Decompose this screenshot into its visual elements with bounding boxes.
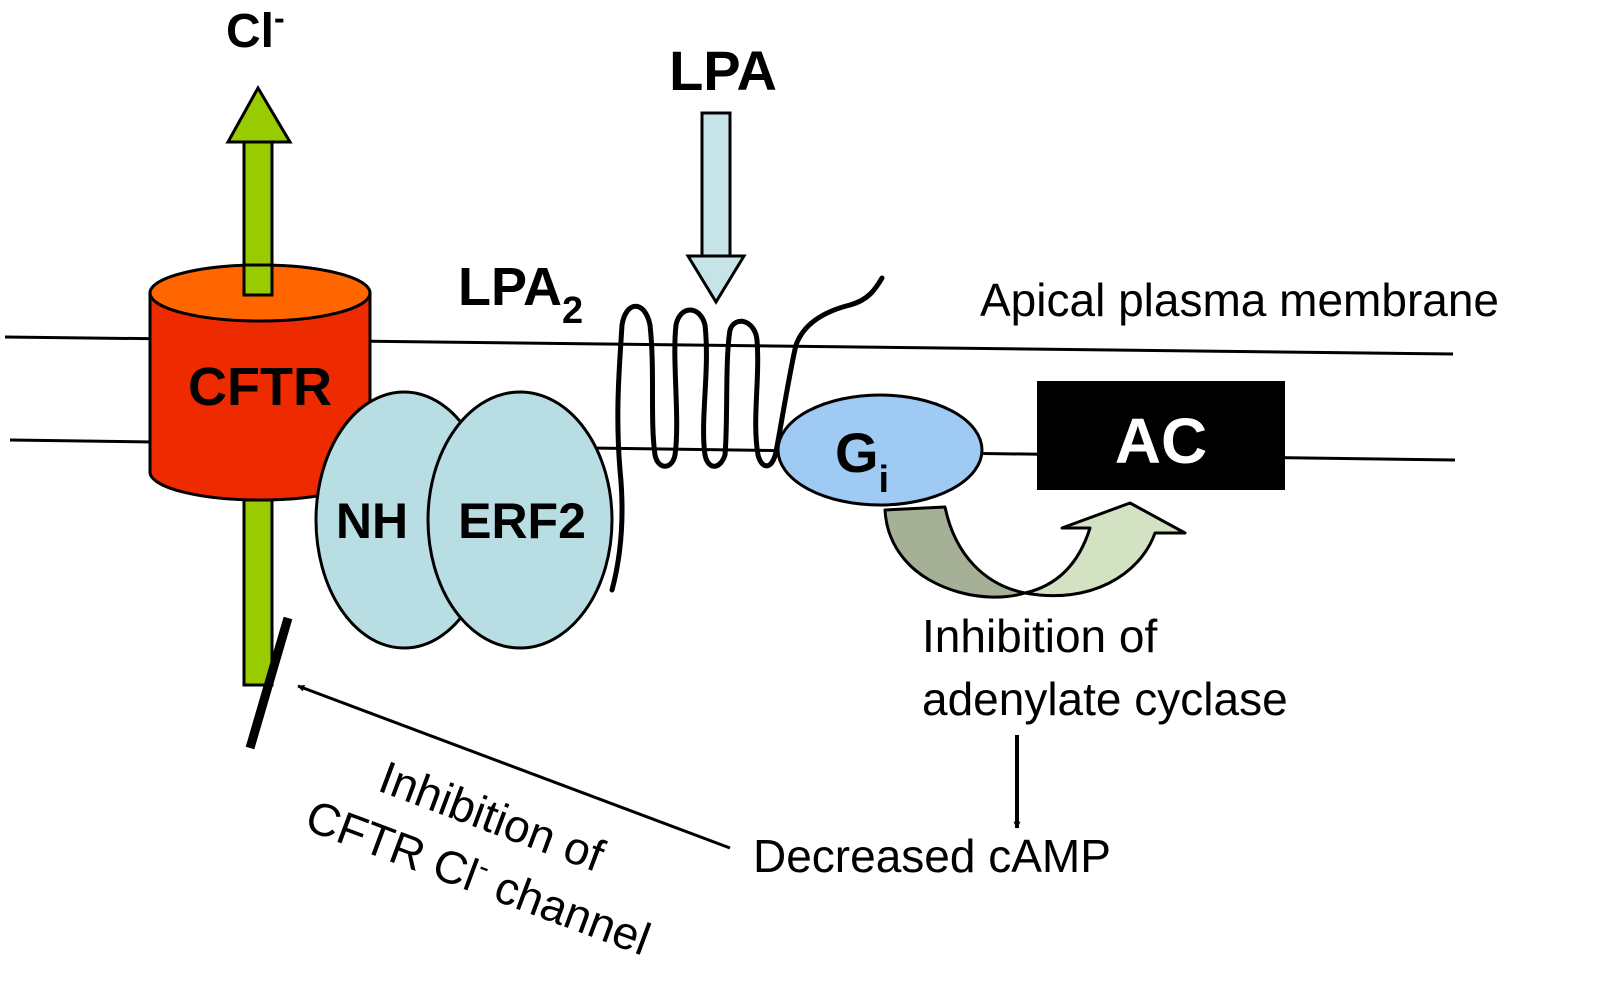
gi-label: G	[835, 421, 879, 484]
nherf2-label-right: ERF2	[458, 493, 586, 549]
nherf2-complex: NH ERF2	[314, 390, 614, 650]
svg-text:LPA2: LPA2	[458, 257, 583, 332]
lpa-arrow-head	[685, 254, 747, 305]
curved-arrow-left-half	[883, 505, 1027, 599]
cl-superscript: -	[274, 0, 285, 36]
membrane-label: Apical plasma membrane	[980, 274, 1499, 326]
ac-label: AC	[1115, 405, 1207, 477]
cl-arrow-head	[225, 84, 293, 144]
lpa2-subscript: 2	[562, 290, 583, 332]
svg-text:Gi: Gi	[835, 421, 889, 501]
inhibition-ac-line1: Inhibition of	[922, 610, 1157, 662]
lpa2-label: LPA	[458, 257, 562, 317]
cl-arrow-shaft-visible-bottom	[242, 498, 274, 687]
gi-ellipse	[776, 393, 984, 507]
cl-label: Cl	[226, 5, 274, 58]
lpa-label: LPA	[669, 39, 777, 102]
inhibition-cftr-text-group: Inhibition of CFTR Cl- channel	[299, 751, 657, 966]
ac-box	[1037, 381, 1285, 490]
svg-text:Cl-: Cl-	[226, 0, 285, 58]
inhibition-ac-line2: adenylate cyclase	[922, 673, 1288, 725]
inhibition-bar	[245, 616, 293, 750]
nherf2-label-left: NH	[336, 493, 408, 549]
curved-inhibition-arrow	[883, 501, 1187, 599]
camp-to-cftr-arrow	[297, 684, 731, 850]
gi-protein: Gi	[776, 393, 984, 507]
curved-arrow-right-half	[1023, 501, 1187, 598]
cl-arrow-shaft-visible-top	[242, 263, 274, 297]
inhibition-cftr-line2-b: channel	[476, 856, 657, 966]
cftr-channel: CFTR	[148, 263, 372, 687]
lpa-arrow-shaft	[700, 111, 732, 260]
cftr-label: CFTR	[188, 357, 332, 417]
gi-subscript: i	[879, 459, 890, 501]
decreased-camp-label: Decreased cAMP	[753, 830, 1111, 882]
adenylate-cyclase: AC	[1037, 381, 1285, 490]
nherf2-ellipse-right	[426, 390, 614, 650]
lpa-arrow: LPA	[669, 39, 777, 305]
